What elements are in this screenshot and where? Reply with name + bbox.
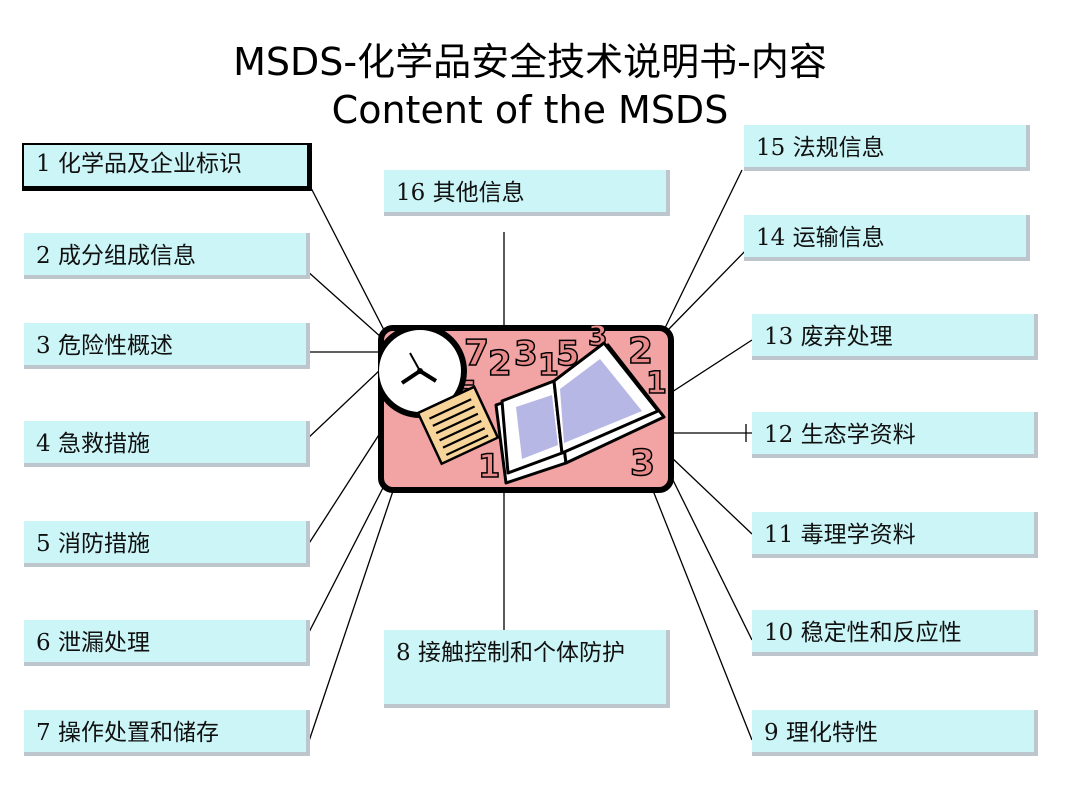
- section-box-1: 1 化学品及企业标识: [22, 143, 312, 191]
- connector-15: [663, 169, 743, 331]
- section-label: 化学品及企业标识: [57, 151, 242, 177]
- section-label: 其他信息: [432, 180, 525, 206]
- section-number: 4: [36, 431, 51, 457]
- connector-7: [305, 487, 395, 751]
- section-label: 接触控制和个体防护: [417, 640, 625, 666]
- connector-2: [305, 269, 383, 339]
- section-label: 运输信息: [792, 225, 885, 251]
- svg-text:3: 3: [630, 443, 655, 484]
- svg-text:1: 1: [538, 348, 559, 383]
- section-box-14: 14 运输信息: [744, 215, 1030, 261]
- section-number: 1: [36, 151, 51, 177]
- connector-5: [305, 429, 383, 549]
- connector-11: [669, 455, 753, 535]
- svg-text:2: 2: [488, 344, 512, 384]
- connector-4: [305, 369, 381, 441]
- connector-9: [651, 487, 753, 741]
- page-title: MSDS-化学品安全技术说明书-内容 Content of the MSDS: [0, 38, 1060, 134]
- section-label: 稳定性和反应性: [800, 620, 962, 646]
- section-box-13: 13 废弃处理: [752, 314, 1038, 360]
- section-box-9: 9 理化特性: [752, 710, 1038, 756]
- section-number: 15: [756, 135, 786, 161]
- section-number: 2: [36, 243, 51, 269]
- section-number: 3: [36, 333, 51, 359]
- section-label: 泄漏处理: [57, 630, 150, 656]
- section-number: 11: [764, 522, 794, 548]
- section-label: 危险性概述: [57, 333, 173, 359]
- svg-text:3: 3: [514, 334, 538, 374]
- connector-10: [667, 469, 753, 641]
- open-book-icon: [494, 341, 666, 485]
- svg-text:1: 1: [646, 366, 667, 401]
- section-number: 10: [764, 620, 794, 646]
- section-number: 8: [396, 640, 411, 666]
- section-number: 7: [36, 720, 51, 746]
- connector-6: [305, 481, 387, 639]
- section-box-7: 7 操作处置和储存: [24, 710, 310, 756]
- svg-text:7: 7: [464, 333, 489, 374]
- connector-14: [665, 243, 753, 333]
- section-box-2: 2 成分组成信息: [24, 233, 310, 279]
- connector-13: [671, 339, 753, 393]
- section-box-15: 15 法规信息: [744, 125, 1030, 171]
- section-box-16: 16 其他信息: [384, 170, 670, 216]
- section-box-10: 10 稳定性和反应性: [752, 610, 1038, 656]
- section-label: 法规信息: [792, 135, 885, 161]
- notepad-icon: [416, 385, 500, 466]
- section-label: 操作处置和储存: [57, 720, 219, 746]
- section-label: 废弃处理: [800, 324, 893, 350]
- section-label: 生态学资料: [800, 422, 916, 448]
- svg-text:1: 1: [478, 447, 500, 485]
- section-label: 毒理学资料: [800, 522, 916, 548]
- title-line-1: MSDS-化学品安全技术说明书-内容: [233, 40, 827, 84]
- section-box-8: 8 接触控制和个体防护: [384, 630, 670, 708]
- section-label: 消防措施: [57, 531, 150, 557]
- section-number: 13: [764, 324, 794, 350]
- section-box-11: 11 毒理学资料: [752, 512, 1038, 558]
- section-number: 16: [396, 180, 426, 206]
- title-line-2: Content of the MSDS: [331, 88, 729, 132]
- section-box-6: 6 泄漏处理: [24, 620, 310, 666]
- book-clock-numbers-icon: 7 2 3 1 5 3 2 1 5 1 3: [378, 325, 674, 493]
- section-number: 12: [764, 422, 794, 448]
- section-box-12: 12 生态学资料: [752, 412, 1038, 458]
- section-label: 成分组成信息: [57, 243, 196, 269]
- section-box-3: 3 危险性概述: [24, 323, 310, 369]
- section-box-4: 4 急救措施: [24, 421, 310, 467]
- section-number: 5: [36, 531, 51, 557]
- section-label: 理化特性: [785, 720, 878, 746]
- section-box-5: 5 消防措施: [24, 521, 310, 567]
- svg-text:5: 5: [556, 334, 580, 374]
- section-number: 14: [756, 225, 786, 251]
- connector-1: [309, 185, 385, 331]
- svg-text:2: 2: [628, 331, 653, 372]
- section-number: 9: [764, 720, 779, 746]
- section-label: 急救措施: [57, 431, 150, 457]
- section-number: 6: [36, 630, 51, 656]
